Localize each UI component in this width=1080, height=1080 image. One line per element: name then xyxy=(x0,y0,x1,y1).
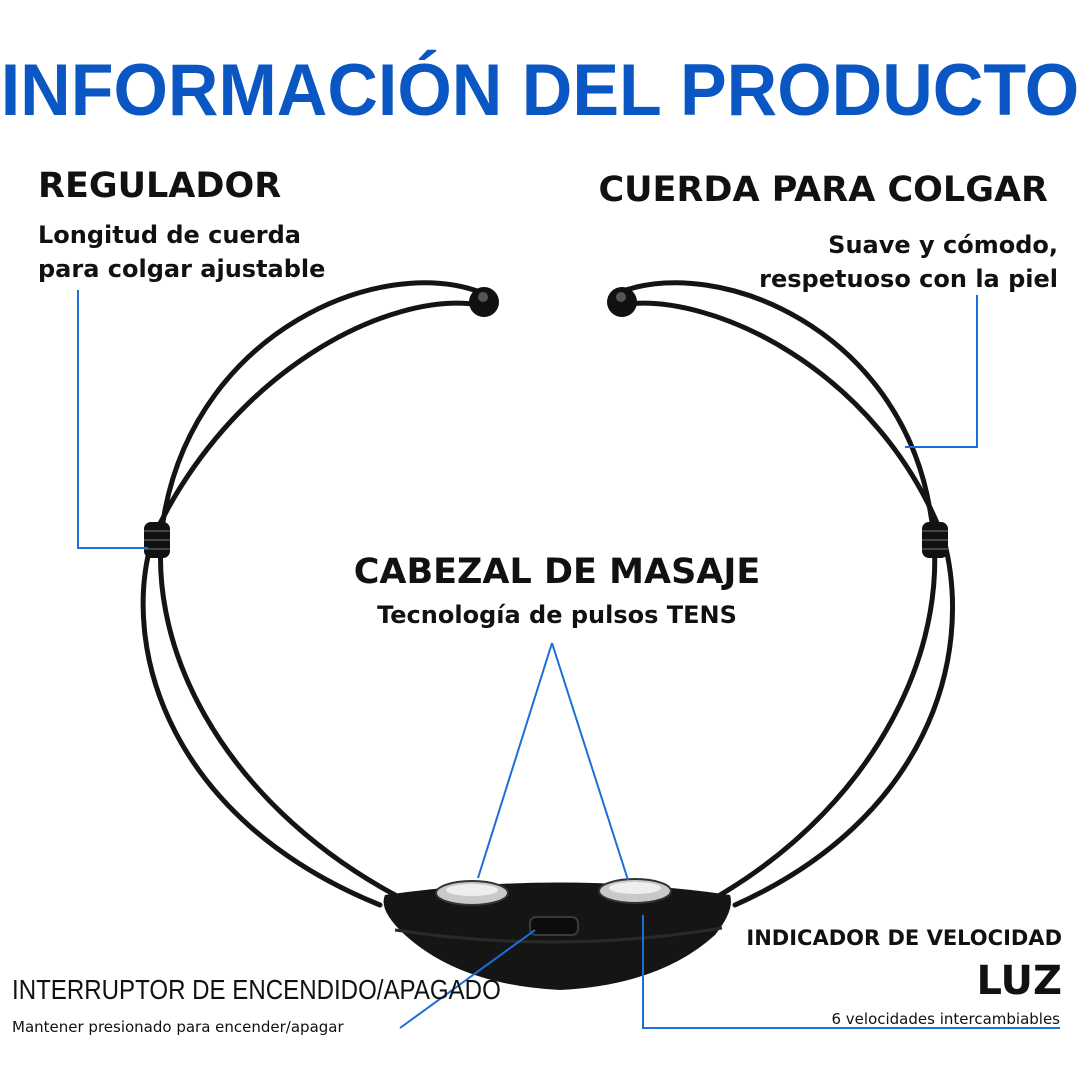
hanging-cord xyxy=(140,280,956,908)
speed-heading: INDICADOR DE VELOCIDAD xyxy=(746,926,1062,950)
cord-bead-right xyxy=(607,287,637,317)
speed-light-label: LUZ xyxy=(976,958,1062,1004)
head-subtitle: Tecnología de pulsos TENS xyxy=(377,601,737,629)
power-button xyxy=(529,916,579,936)
switch-note: Mantener presionado para encender/apagar xyxy=(12,1018,344,1036)
regulator-line1: Longitud de cuerda xyxy=(38,221,301,249)
callout-lines xyxy=(77,290,1060,1029)
regulator-right xyxy=(922,522,948,558)
regulator-heading: REGULADOR xyxy=(38,166,282,206)
cord-bead-left xyxy=(469,287,499,317)
regulator-line2: para colgar ajustable xyxy=(38,255,326,283)
cord-line1: Suave y cómodo, xyxy=(828,231,1058,259)
regulator-left xyxy=(144,522,170,558)
page-title: INFORMACIÓN DEL PRODUCTO xyxy=(0,49,1080,131)
cord-heading: CUERDA PARA COLGAR xyxy=(598,170,1048,210)
head-heading: CABEZAL DE MASAJE xyxy=(353,552,761,592)
switch-heading: INTERRUPTOR DE ENCENDIDO/APAGADO xyxy=(12,974,501,1005)
massage-head xyxy=(383,878,731,990)
cord-line2: respetuoso con la piel xyxy=(759,265,1058,293)
speed-note: 6 velocidades intercambiables xyxy=(831,1010,1060,1028)
